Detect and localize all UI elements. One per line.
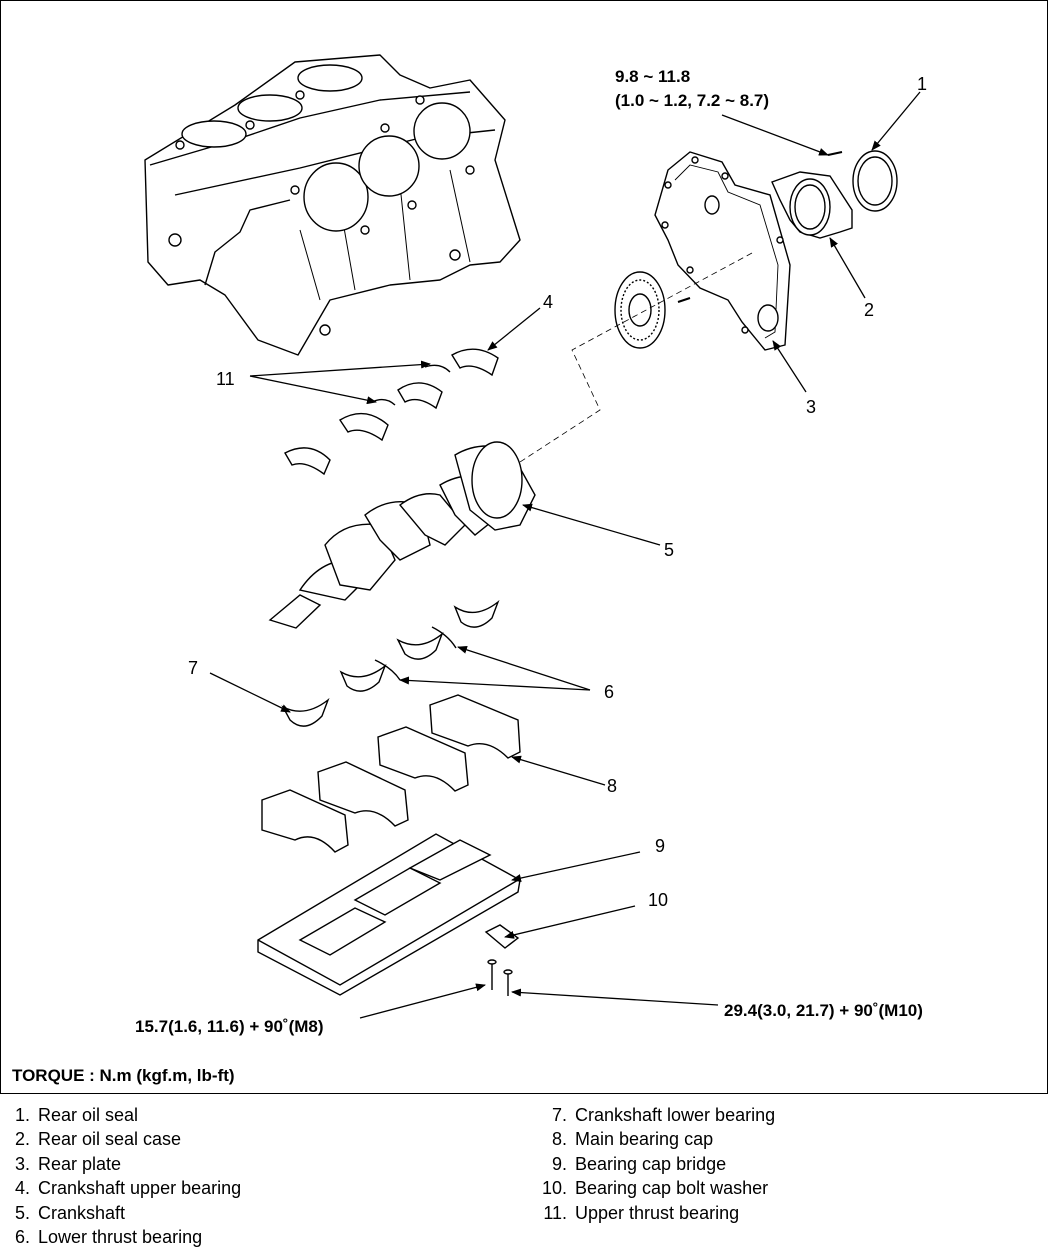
seal-bolt-torque-line1: 9.8 ~ 11.8 <box>615 67 690 86</box>
legend-item: 8. Main bearing cap <box>537 1127 775 1151</box>
diagram-frame <box>0 0 1048 1094</box>
leader-1 <box>871 91 921 151</box>
leader-11b <box>249 375 377 405</box>
legend-item: 9. Bearing cap bridge <box>537 1152 775 1176</box>
crankshaft-drawing <box>268 441 536 629</box>
callout-4: 4 <box>543 292 553 312</box>
main-bearing-caps-drawing <box>261 694 521 853</box>
legend-item-label: Rear oil seal <box>38 1105 139 1125</box>
legend-item: 3. Rear plate <box>8 1152 241 1176</box>
bearing-cap-bridge-drawing <box>257 833 521 996</box>
legend-item-label: Rear plate <box>38 1153 122 1174</box>
upper-bearings-drawing <box>284 348 499 476</box>
legend-item-number: 11. <box>543 1202 567 1223</box>
leader-m8-torque <box>359 983 486 1019</box>
reluctor-ring-drawing <box>614 271 666 349</box>
legend-item-number: 9. <box>551 1153 567 1174</box>
legend-item-number: 5. <box>14 1202 30 1223</box>
leader-7 <box>209 672 291 713</box>
legend-item-label: Bearing cap bolt washer <box>575 1178 769 1199</box>
leader-10 <box>504 905 636 939</box>
plate-bolt <box>677 297 691 303</box>
legend-item: 2. Rear oil seal case <box>8 1127 241 1151</box>
callout-8: 8 <box>607 776 617 796</box>
leader-6b <box>399 676 591 691</box>
leader-lines <box>209 91 921 1019</box>
legend-item: 6. Lower thrust bearing <box>8 1225 241 1249</box>
leader-9 <box>511 851 641 882</box>
legend-item-label: Crankshaft <box>38 1202 126 1223</box>
legend-item-label: Upper thrust bearing <box>575 1202 740 1223</box>
callout-7: 7 <box>188 658 198 678</box>
legend-right-column: 7. Crankshaft lower bearing 8. Main bearin… <box>537 1103 775 1225</box>
legend-item: 1. Rear oil seal <box>8 1103 241 1127</box>
legend-item: 11. Upper thrust bearing <box>537 1201 775 1225</box>
leader-5 <box>522 503 661 546</box>
m8-bolt-torque: 15.7(1.6, 11.6) + 90˚(M8) <box>135 1017 324 1036</box>
m10-bolt-torque: 29.4(3.0, 21.7) + 90˚(M10) <box>724 1001 923 1020</box>
legend-item-label: Rear oil seal case <box>38 1129 182 1150</box>
legend-item-number: 8. <box>551 1129 567 1150</box>
callout-5: 5 <box>664 540 674 560</box>
legend-item-number: 10. <box>541 1178 567 1199</box>
legend-item-label: Crankshaft upper bearing <box>38 1178 242 1199</box>
rear-oil-seal-drawing <box>852 150 898 212</box>
washer-bolts-drawing <box>484 924 520 996</box>
leader-2 <box>829 237 866 299</box>
leader-seal-bolt-torque <box>721 114 829 156</box>
rear-plate-drawing <box>654 151 791 351</box>
legend-item-number: 3. <box>14 1153 30 1174</box>
leader-11a <box>249 360 431 377</box>
legend-item-number: 4. <box>14 1178 30 1199</box>
torque-unit-note: TORQUE : N.m (kgf.m, lb-ft) <box>12 1066 235 1085</box>
leader-m10-torque <box>511 988 719 1006</box>
legend-item: 7. Crankshaft lower bearing <box>537 1103 775 1127</box>
legend-item-label: Bearing cap bridge <box>575 1153 727 1174</box>
leader-8 <box>511 755 606 786</box>
legend-item-number: 1. <box>14 1105 30 1125</box>
exploded-view-diagram: 9.8 ~ 11.8 (1.0 ~ 1.2, 7.2 ~ 8.7) 15.7(1… <box>135 54 927 1036</box>
alignment-centerline <box>519 252 753 463</box>
engine-block-drawing <box>144 54 521 356</box>
callout-6: 6 <box>604 682 614 702</box>
leader-4 <box>487 307 541 351</box>
callout-10: 10 <box>648 890 668 910</box>
callout-9: 9 <box>655 836 665 856</box>
legend-item-number: 2. <box>14 1129 30 1150</box>
callout-3: 3 <box>806 397 816 417</box>
rear-oil-seal-case-drawing <box>771 171 853 239</box>
legend-item: 4. Crankshaft upper bearing <box>8 1176 241 1200</box>
legend-left-column: 1. Rear oil seal 2. Rear oil seal case 3. R… <box>8 1103 241 1249</box>
callout-2: 2 <box>864 300 874 320</box>
lower-bearings-drawing <box>281 599 500 727</box>
legend-item: 5. Crankshaft <box>8 1201 241 1225</box>
legend-item-number: 6. <box>14 1227 30 1248</box>
callout-1: 1 <box>917 74 927 94</box>
legend-item-label: Main bearing cap <box>575 1129 714 1150</box>
legend-item: 10. Bearing cap bolt washer <box>537 1176 775 1200</box>
seal-bolt-torque-line2: (1.0 ~ 1.2, 7.2 ~ 8.7) <box>615 91 769 110</box>
leader-3 <box>772 340 807 393</box>
seal-case-bolt <box>827 151 843 156</box>
legend-item-label: Crankshaft lower bearing <box>575 1105 776 1125</box>
legend-item-label: Lower thrust bearing <box>38 1227 203 1248</box>
leader-6a <box>457 645 591 691</box>
legend-item-number: 7. <box>551 1105 567 1125</box>
callout-11: 11 <box>216 369 235 389</box>
